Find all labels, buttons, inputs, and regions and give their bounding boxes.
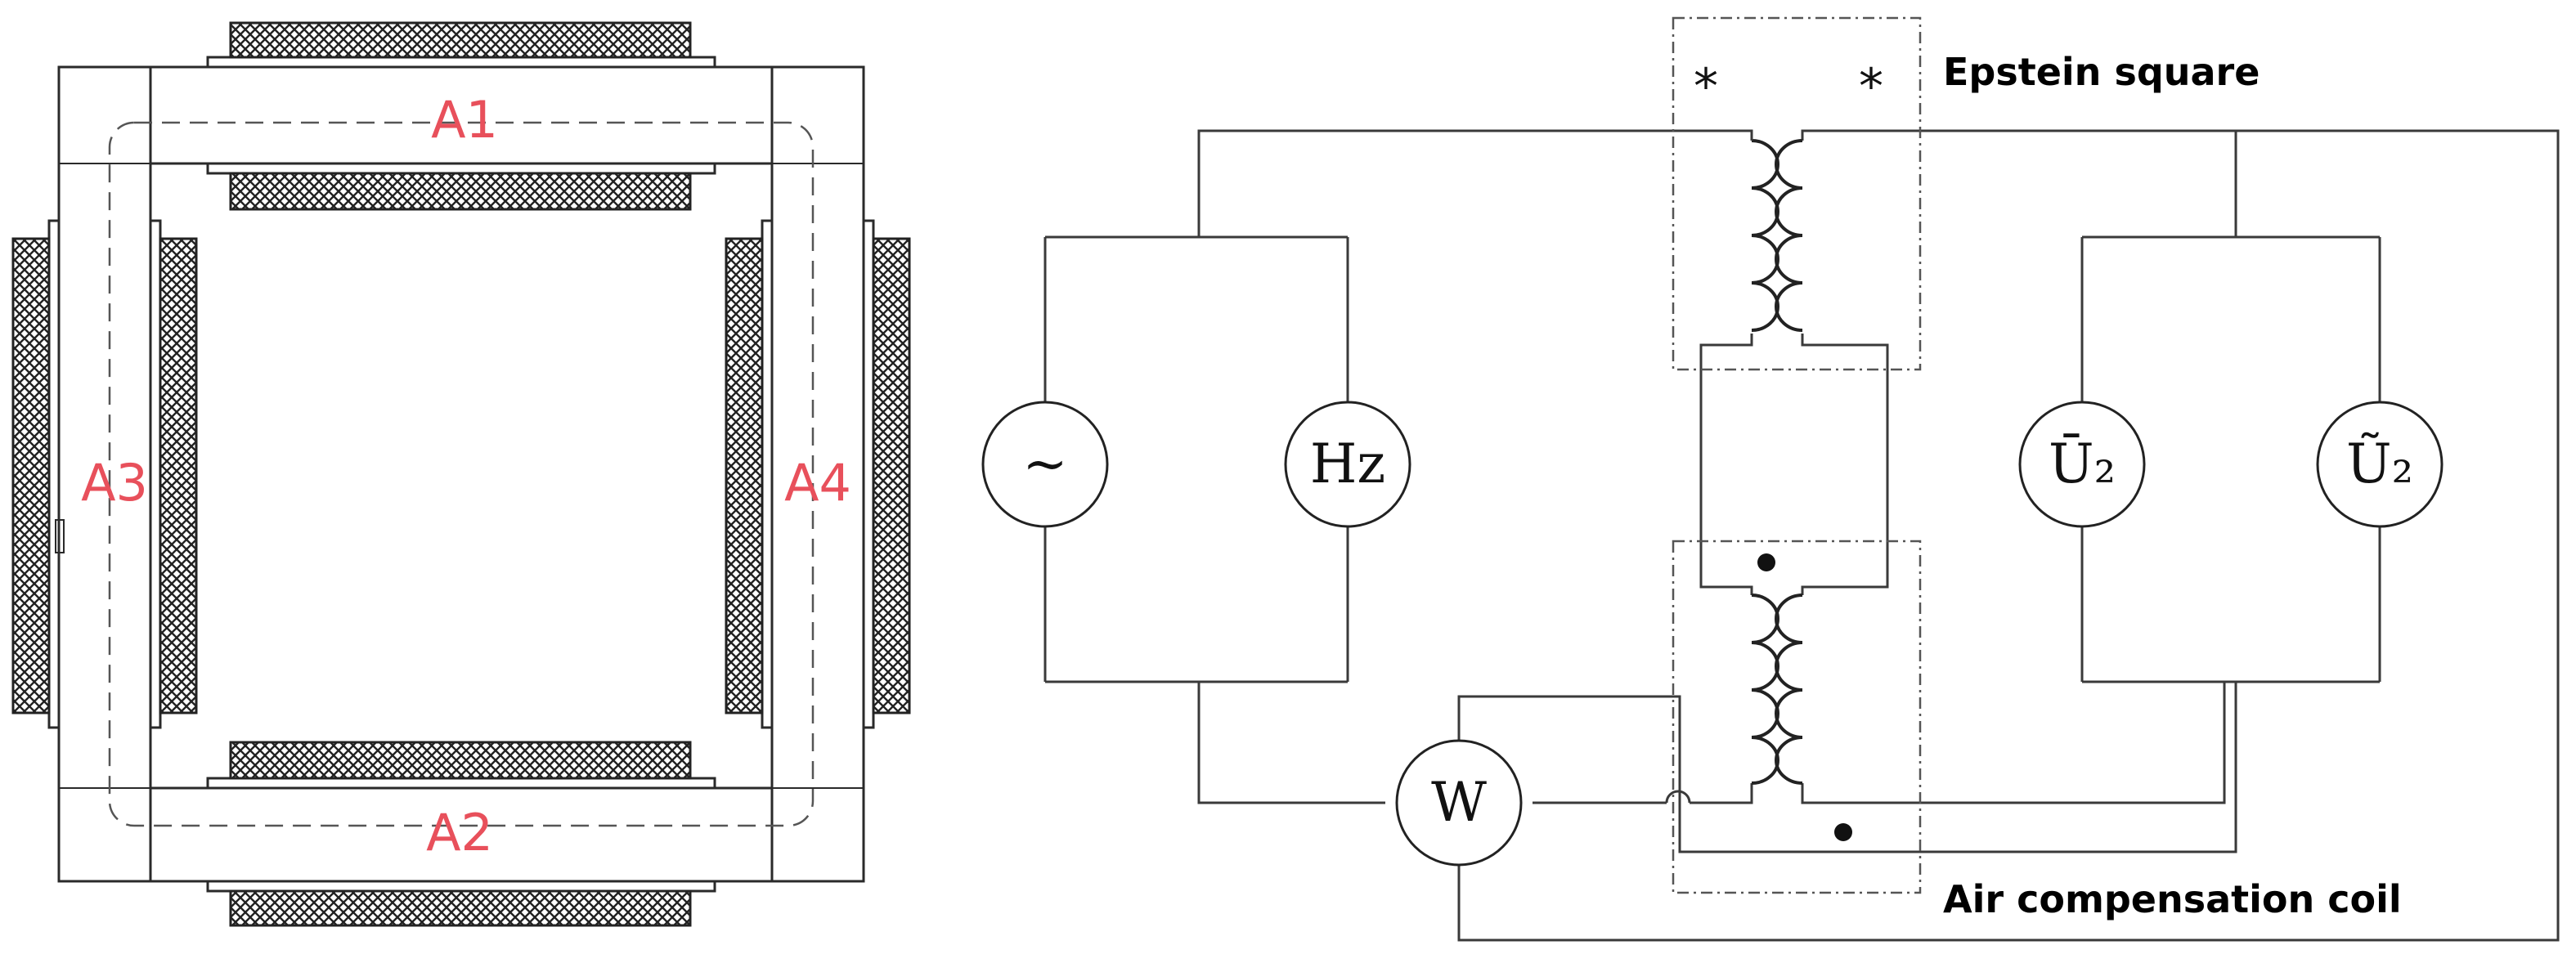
winding-left-outer [11, 237, 51, 714]
flux-path [108, 121, 815, 827]
rms-voltmeter: Ũ₂ [2316, 401, 2444, 528]
frequency-meter: Hz [1284, 401, 1411, 528]
strip-bottom [57, 786, 865, 883]
ac-source-symbol: ~ [1022, 432, 1067, 495]
epstein-square-box [1672, 16, 1922, 371]
frequency-meter-label: Hz [1310, 432, 1385, 495]
wattmeter-label: W [1431, 771, 1487, 834]
caption-air-coil: Air compensation coil [1943, 877, 2402, 921]
epstein-coupled-coils [1750, 131, 1803, 332]
label-A1: A1 [431, 90, 498, 150]
polarity-dot-top [1757, 553, 1775, 571]
polarity-star-right: * [1859, 58, 1883, 115]
air-coupled-coils [1751, 593, 1803, 785]
caption-epstein-square: Epstein square [1943, 50, 2260, 94]
measurement-circuit: * * ~ Hz W Ū₂ Ũ₂ Eps [981, 16, 2560, 942]
avg-voltmeter: Ū₂ [2018, 401, 2146, 528]
ac-source: ~ [981, 401, 1109, 528]
avg-voltmeter-label: Ū₂ [2049, 432, 2116, 495]
winding-bottom-inner [229, 741, 692, 780]
wattmeter: W [1395, 739, 1523, 867]
winding-left-inner [159, 237, 198, 714]
winding-right-inner [725, 237, 764, 714]
winding-bottom-outer [229, 889, 692, 927]
winding-top-inner [229, 172, 692, 211]
label-A4: A4 [784, 453, 851, 513]
label-A2: A2 [426, 803, 493, 862]
polarity-star-left: * [1694, 58, 1718, 115]
winding-right-outer [872, 237, 911, 714]
label-A3: A3 [81, 453, 148, 513]
winding-top-outer [229, 21, 692, 59]
rms-voltmeter-label: Ũ₂ [2346, 432, 2413, 495]
epstein-frame-drawing: A1 A2 A3 A4 [11, 21, 911, 927]
air-coil-box [1672, 540, 1922, 894]
polarity-dot-bottom [1834, 823, 1852, 841]
frame-inner [150, 163, 773, 789]
